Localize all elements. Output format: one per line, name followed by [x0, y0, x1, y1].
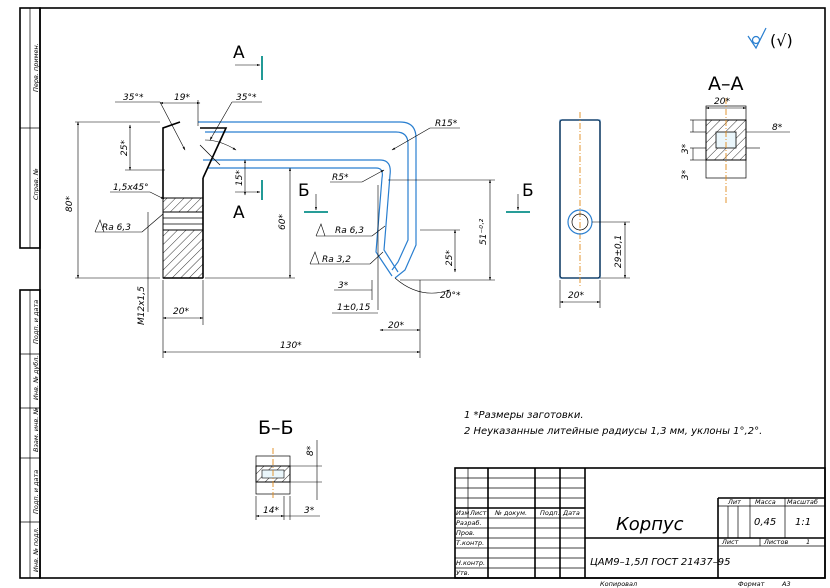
title-block: Изм Лист № докум. Подп. Дата Разраб. Про… [454, 467, 826, 588]
dim-20-bottom-right: 20* [388, 321, 404, 331]
ra63-right-text: Ra 6,3 [335, 226, 364, 236]
dim-15: 15* [235, 170, 245, 186]
dim-3-main: 3* [338, 281, 349, 291]
tb-material: ЦАМ9–1,5Л ГОСТ 21437–95 [590, 557, 730, 568]
side-strip: Перв. примен. Справ. № Подп. и дата Инв.… [19, 7, 41, 579]
section-b-right-label: Б [522, 181, 534, 201]
tb-mass-value: 0,45 [754, 517, 776, 528]
dim-29: 29±0,1 [614, 235, 624, 268]
side-cell-7: Инв. № подл. [32, 527, 40, 572]
tb-role-razrab: Разраб. [456, 519, 482, 527]
dim-25-left: 25* [120, 140, 130, 156]
dim-1-015: 1±0,15 [337, 303, 371, 313]
tb-sheets-label: Листов [763, 538, 788, 546]
dim-35-left: 35°* [123, 93, 144, 103]
tb-col-date: Дата [562, 509, 580, 517]
section-bb-title: Б–Б [258, 417, 294, 439]
dim-aa-3b: 3* [681, 169, 691, 180]
dim-r5: R5* [332, 173, 349, 183]
dim-aa-20: 20* [714, 97, 730, 107]
dim-19: 19* [174, 93, 190, 103]
dim-51: 51⁻⁰·² [479, 218, 489, 245]
side-cell-4: Инв. № дубл. [32, 356, 40, 400]
main-view: 80* 25* 35°* 19* 35°* 1,5x45° 15* 60* [65, 43, 534, 358]
dim-20-bottom-left: 20* [173, 307, 189, 317]
section-bb: Б–Б 8* 14* 3* [255, 417, 322, 520]
tb-role-nkontr: Н.контр. [456, 559, 485, 567]
tb-col-izm: Изм [456, 509, 469, 517]
arm-inner [205, 131, 409, 271]
dim-15x45: 1,5x45° [113, 183, 149, 193]
roughness-ra63-left: Ra 6,3 [94, 213, 164, 233]
tb-lit-header: Лит [727, 498, 741, 506]
tb-sheets-value: 1 [806, 538, 810, 546]
tb-role-prov: Пров. [456, 529, 475, 537]
dim-20-side: 20* [568, 291, 584, 301]
roughness-ra32: Ra 3,2 [309, 251, 384, 265]
section-marker-b-left: Б [298, 181, 328, 213]
note-1: 1 *Размеры заготовки. [464, 410, 584, 421]
tb-part-name: Корпус [616, 514, 684, 535]
dim-bb-3: 3* [304, 506, 315, 516]
section-aa: А–А 20* 8* 3* 3* [681, 73, 790, 205]
tb-copied: Копировал [600, 580, 637, 588]
note-2: 2 Неуказанные литейные радиусы 1,3 мм, у… [464, 426, 762, 437]
section-marker-b-right: Б [506, 181, 534, 213]
section-aa-title: А–А [708, 73, 744, 95]
tb-scale-header: Масштаб [787, 498, 818, 506]
dim-bb-14: 14* [263, 506, 279, 516]
section-a-bottom-label: А [233, 203, 245, 223]
dim-r15: R15* [435, 119, 458, 129]
tb-col-docnum: № докум. [494, 509, 527, 517]
ra32-text: Ra 3,2 [322, 255, 351, 265]
tb-sheet-label: Лист [721, 538, 739, 546]
dim-35-right: 35°* [236, 93, 257, 103]
tb-col-podp: Подп. [540, 509, 560, 517]
side-cell-1: Перв. примен. [32, 43, 40, 92]
tb-mass-header: Масса [755, 498, 776, 506]
roughness-symbol-text: (√) [770, 31, 793, 50]
side-cell-5: Взам. инв. № [32, 408, 40, 452]
roughness-ra63-right: Ra 6,3 [315, 223, 386, 237]
tb-col-list: Лист [469, 509, 487, 517]
ra63-left-text: Ra 6,3 [102, 223, 131, 233]
side-cell-2: Справ. № [32, 168, 40, 200]
side-view: 29±0,1 20* [559, 112, 630, 308]
dim-60: 60* [278, 214, 288, 230]
dim-80: 80* [65, 196, 75, 212]
section-marker-a-top: А [233, 43, 263, 80]
tb-scale-value: 1:1 [795, 517, 811, 528]
tb-format-value: A3 [781, 580, 791, 588]
side-cell-6: Подп. и дата [32, 470, 40, 514]
dim-aa-8: 8* [772, 123, 783, 133]
dim-25-right: 25* [445, 250, 455, 266]
side-cell-3: Подп. и дата [32, 300, 40, 344]
section-marker-a-bottom: А [233, 180, 263, 223]
tb-role-utv: Утв. [456, 569, 470, 577]
section-a-top-label: А [233, 43, 245, 63]
tb-role-tkontr: Т.контр. [456, 539, 484, 547]
thread-label: M12x1,5 [137, 286, 147, 325]
tb-format: Формат [738, 580, 765, 588]
arm-outer [198, 121, 417, 279]
roughness-symbol: (√) [747, 27, 793, 50]
section-b-left-label: Б [298, 181, 310, 201]
dim-bb-8: 8* [306, 445, 316, 456]
left-block-section [162, 197, 204, 279]
dim-130: 130* [280, 341, 302, 351]
dim-20-angle: 20°* [440, 291, 461, 301]
dim-aa-3a: 3* [681, 143, 691, 154]
